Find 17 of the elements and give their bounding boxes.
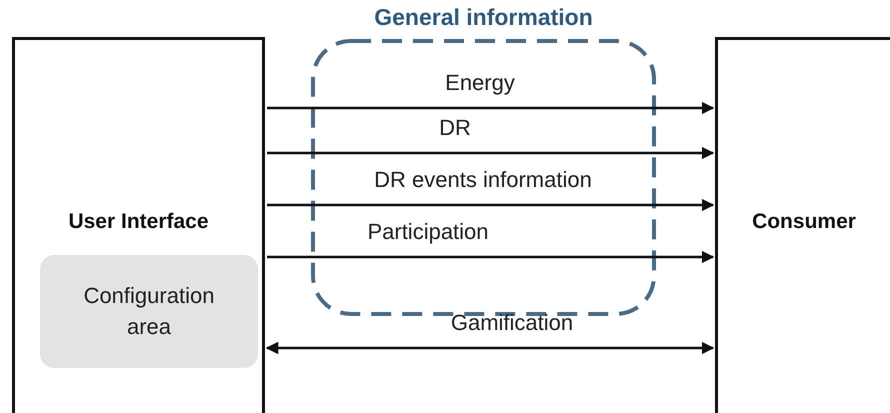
box-title: User Interface xyxy=(67,210,210,234)
arrow xyxy=(267,198,714,212)
area-box xyxy=(40,255,258,368)
box-title: Consumer xyxy=(751,210,857,234)
edge-label: Energy xyxy=(445,70,515,96)
edge-label: DR events information xyxy=(374,167,592,193)
arrow xyxy=(267,250,714,264)
edge-label: Gamification xyxy=(450,310,574,336)
arrow xyxy=(267,102,714,114)
group-heading: General information xyxy=(373,4,594,31)
area-label: Configuration area xyxy=(82,282,216,340)
arrow xyxy=(267,146,714,160)
edge-label: DR xyxy=(439,115,471,141)
system-box xyxy=(12,37,265,413)
edge-label: Participation xyxy=(367,219,489,245)
arrow xyxy=(266,342,714,354)
system-box xyxy=(715,37,890,413)
